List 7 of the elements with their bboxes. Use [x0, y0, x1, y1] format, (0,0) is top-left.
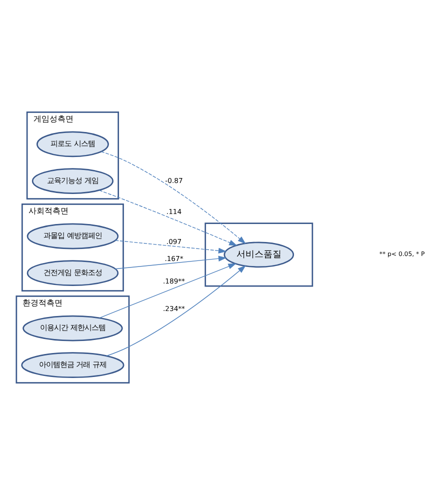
arrow: [99, 262, 236, 318]
arrow: [114, 255, 227, 269]
arrow: [100, 150, 246, 244]
arrow: [114, 240, 227, 254]
node-ellipse: 서비스품질: [224, 241, 294, 268]
cluster: [204, 222, 314, 286]
arrow: [106, 264, 246, 356]
